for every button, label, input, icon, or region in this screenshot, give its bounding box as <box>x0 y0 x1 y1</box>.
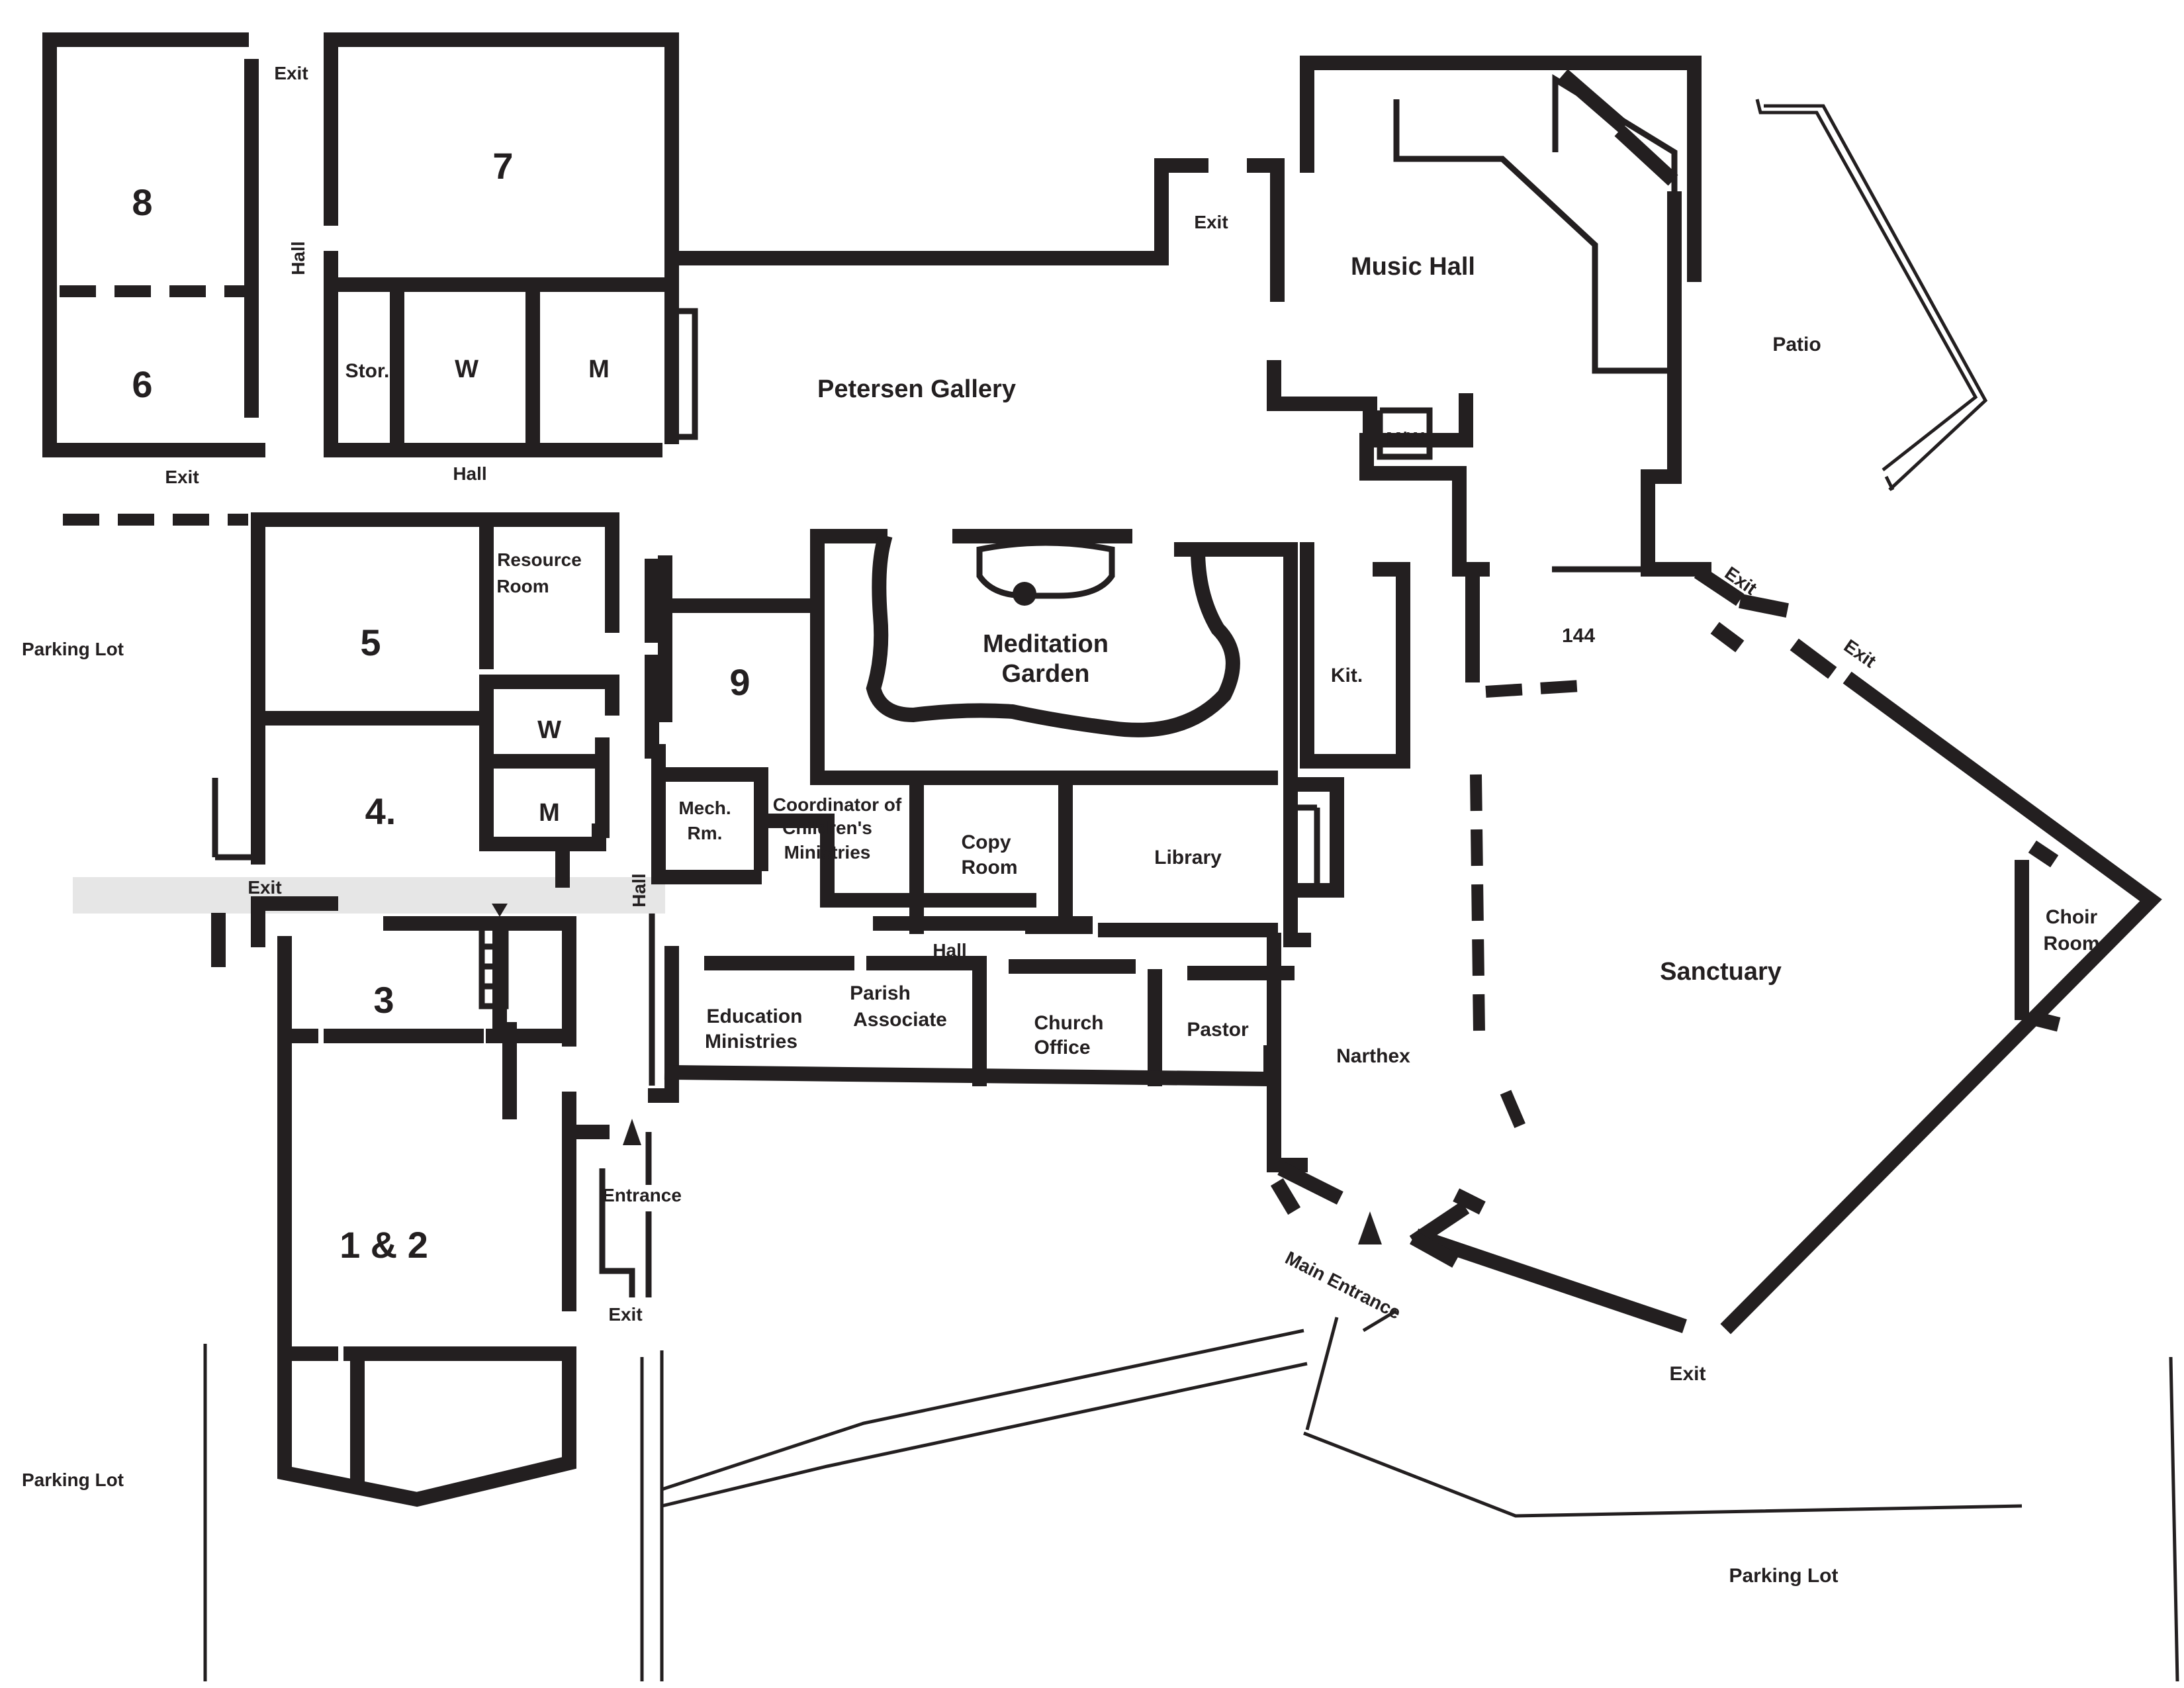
entrance-arrows <box>492 904 1382 1244</box>
parking-lot-left-upper-label: Parking Lot <box>22 639 124 659</box>
room-144-label: 144 <box>1562 625 1595 647</box>
fountain-icon <box>1013 582 1036 606</box>
room-4-label: 4. <box>365 790 396 832</box>
meditation-garden-label-line2: Garden <box>1001 660 1089 688</box>
coordinator-label-line1: Coordinator of <box>773 794 902 815</box>
library-label: Library <box>1154 847 1222 868</box>
central-wing-walls <box>651 529 1410 1087</box>
exit-left-mid-label: Exit <box>248 877 281 898</box>
coordinator-label-line2: Children's <box>782 818 872 838</box>
parish-associate-label-line2: Associate <box>853 1009 947 1031</box>
mech-room-label-line1: Mech. <box>678 798 731 818</box>
exit-patio-2-label: Exit <box>1841 635 1880 672</box>
room-5-label: 5 <box>360 622 381 663</box>
exit-entrance-label: Exit <box>608 1304 642 1325</box>
parish-associate-label-line1: Parish <box>850 982 911 1004</box>
faded-hallway-band <box>73 877 665 914</box>
west-middle-wing-walls <box>63 512 619 888</box>
mech-room-label-line2: Rm. <box>688 823 723 843</box>
walkways-and-parking-lines <box>203 1309 2179 1682</box>
resource-room-label-line2: Room <box>496 576 549 596</box>
hall-vertical-top-label: Hall <box>288 241 308 275</box>
stairs-arrow-icon <box>492 904 508 917</box>
resource-room-label-line1: Resource <box>497 549 582 570</box>
coordinator-label-line3: Ministries <box>784 842 871 863</box>
meditation-garden-pond <box>866 534 1240 737</box>
copy-room-label-line1: Copy <box>962 831 1011 853</box>
room-1-and-2-label: 1 & 2 <box>340 1224 428 1266</box>
church-office-label-line2: Office <box>1034 1037 1090 1058</box>
exit-left-upper-label: Exit <box>165 467 199 487</box>
main-entrance-arrow-icon <box>1358 1211 1382 1244</box>
mens-restroom-top-label: M <box>588 355 610 383</box>
patio-railing <box>1755 99 1988 491</box>
sanctuary-walls <box>1267 562 2162 1335</box>
exit-gallery-label: Exit <box>1194 212 1228 232</box>
kitchen-label: Kit. <box>1331 665 1363 686</box>
hall-mid-label: Hall <box>933 940 966 961</box>
room-6-label: 6 <box>132 363 152 405</box>
storage-label: Stor. <box>345 360 390 382</box>
petersen-gallery-label: Petersen Gallery <box>817 375 1016 403</box>
patio-label: Patio <box>1772 334 1821 355</box>
room-7-label: 7 <box>492 145 513 187</box>
choir-room-label-line2: Room <box>2044 933 2100 955</box>
entrance-arrow-icon <box>623 1119 641 1145</box>
southwest-wing-walls <box>211 896 652 1507</box>
meditation-garden-label-line1: Meditation <box>983 630 1109 658</box>
womens-restroom-mid-label: W <box>537 716 561 744</box>
gallery-and-music-hall-walls <box>664 56 1711 577</box>
mw-restroom-label: M/W <box>1386 428 1424 449</box>
education-ministries-label-line1: Education <box>706 1006 802 1027</box>
hall-upper-label: Hall <box>453 463 486 484</box>
music-hall-label: Music Hall <box>1351 253 1475 281</box>
mens-restroom-mid-label: M <box>539 799 560 827</box>
hall-vertical-mid-label: Hall <box>629 873 649 907</box>
church-office-label-line1: Church <box>1034 1012 1104 1034</box>
exit-top-label: Exit <box>274 63 308 83</box>
room-8-label: 8 <box>132 181 152 223</box>
education-ministries-label-line2: Ministries <box>705 1031 797 1053</box>
northwest-wing-walls <box>42 32 698 457</box>
choir-room-label-line1: Choir <box>2046 906 2098 928</box>
pastor-label: Pastor <box>1187 1019 1249 1041</box>
sanctuary-label: Sanctuary <box>1660 958 1782 986</box>
womens-restroom-top-label: W <box>455 355 478 383</box>
room-3-label: 3 <box>373 979 394 1021</box>
room-9-label: 9 <box>729 661 750 703</box>
entrance-label: Entrance <box>602 1185 682 1205</box>
copy-room-label-line2: Room <box>962 857 1018 878</box>
exit-sanctuary-label: Exit <box>1669 1363 1706 1385</box>
parking-lot-left-lower-label: Parking Lot <box>22 1470 124 1490</box>
narthex-label: Narthex <box>1336 1045 1410 1067</box>
parking-lot-bottom-label: Parking Lot <box>1729 1565 1838 1587</box>
main-entrance-label: Main Entrance <box>1282 1247 1404 1323</box>
